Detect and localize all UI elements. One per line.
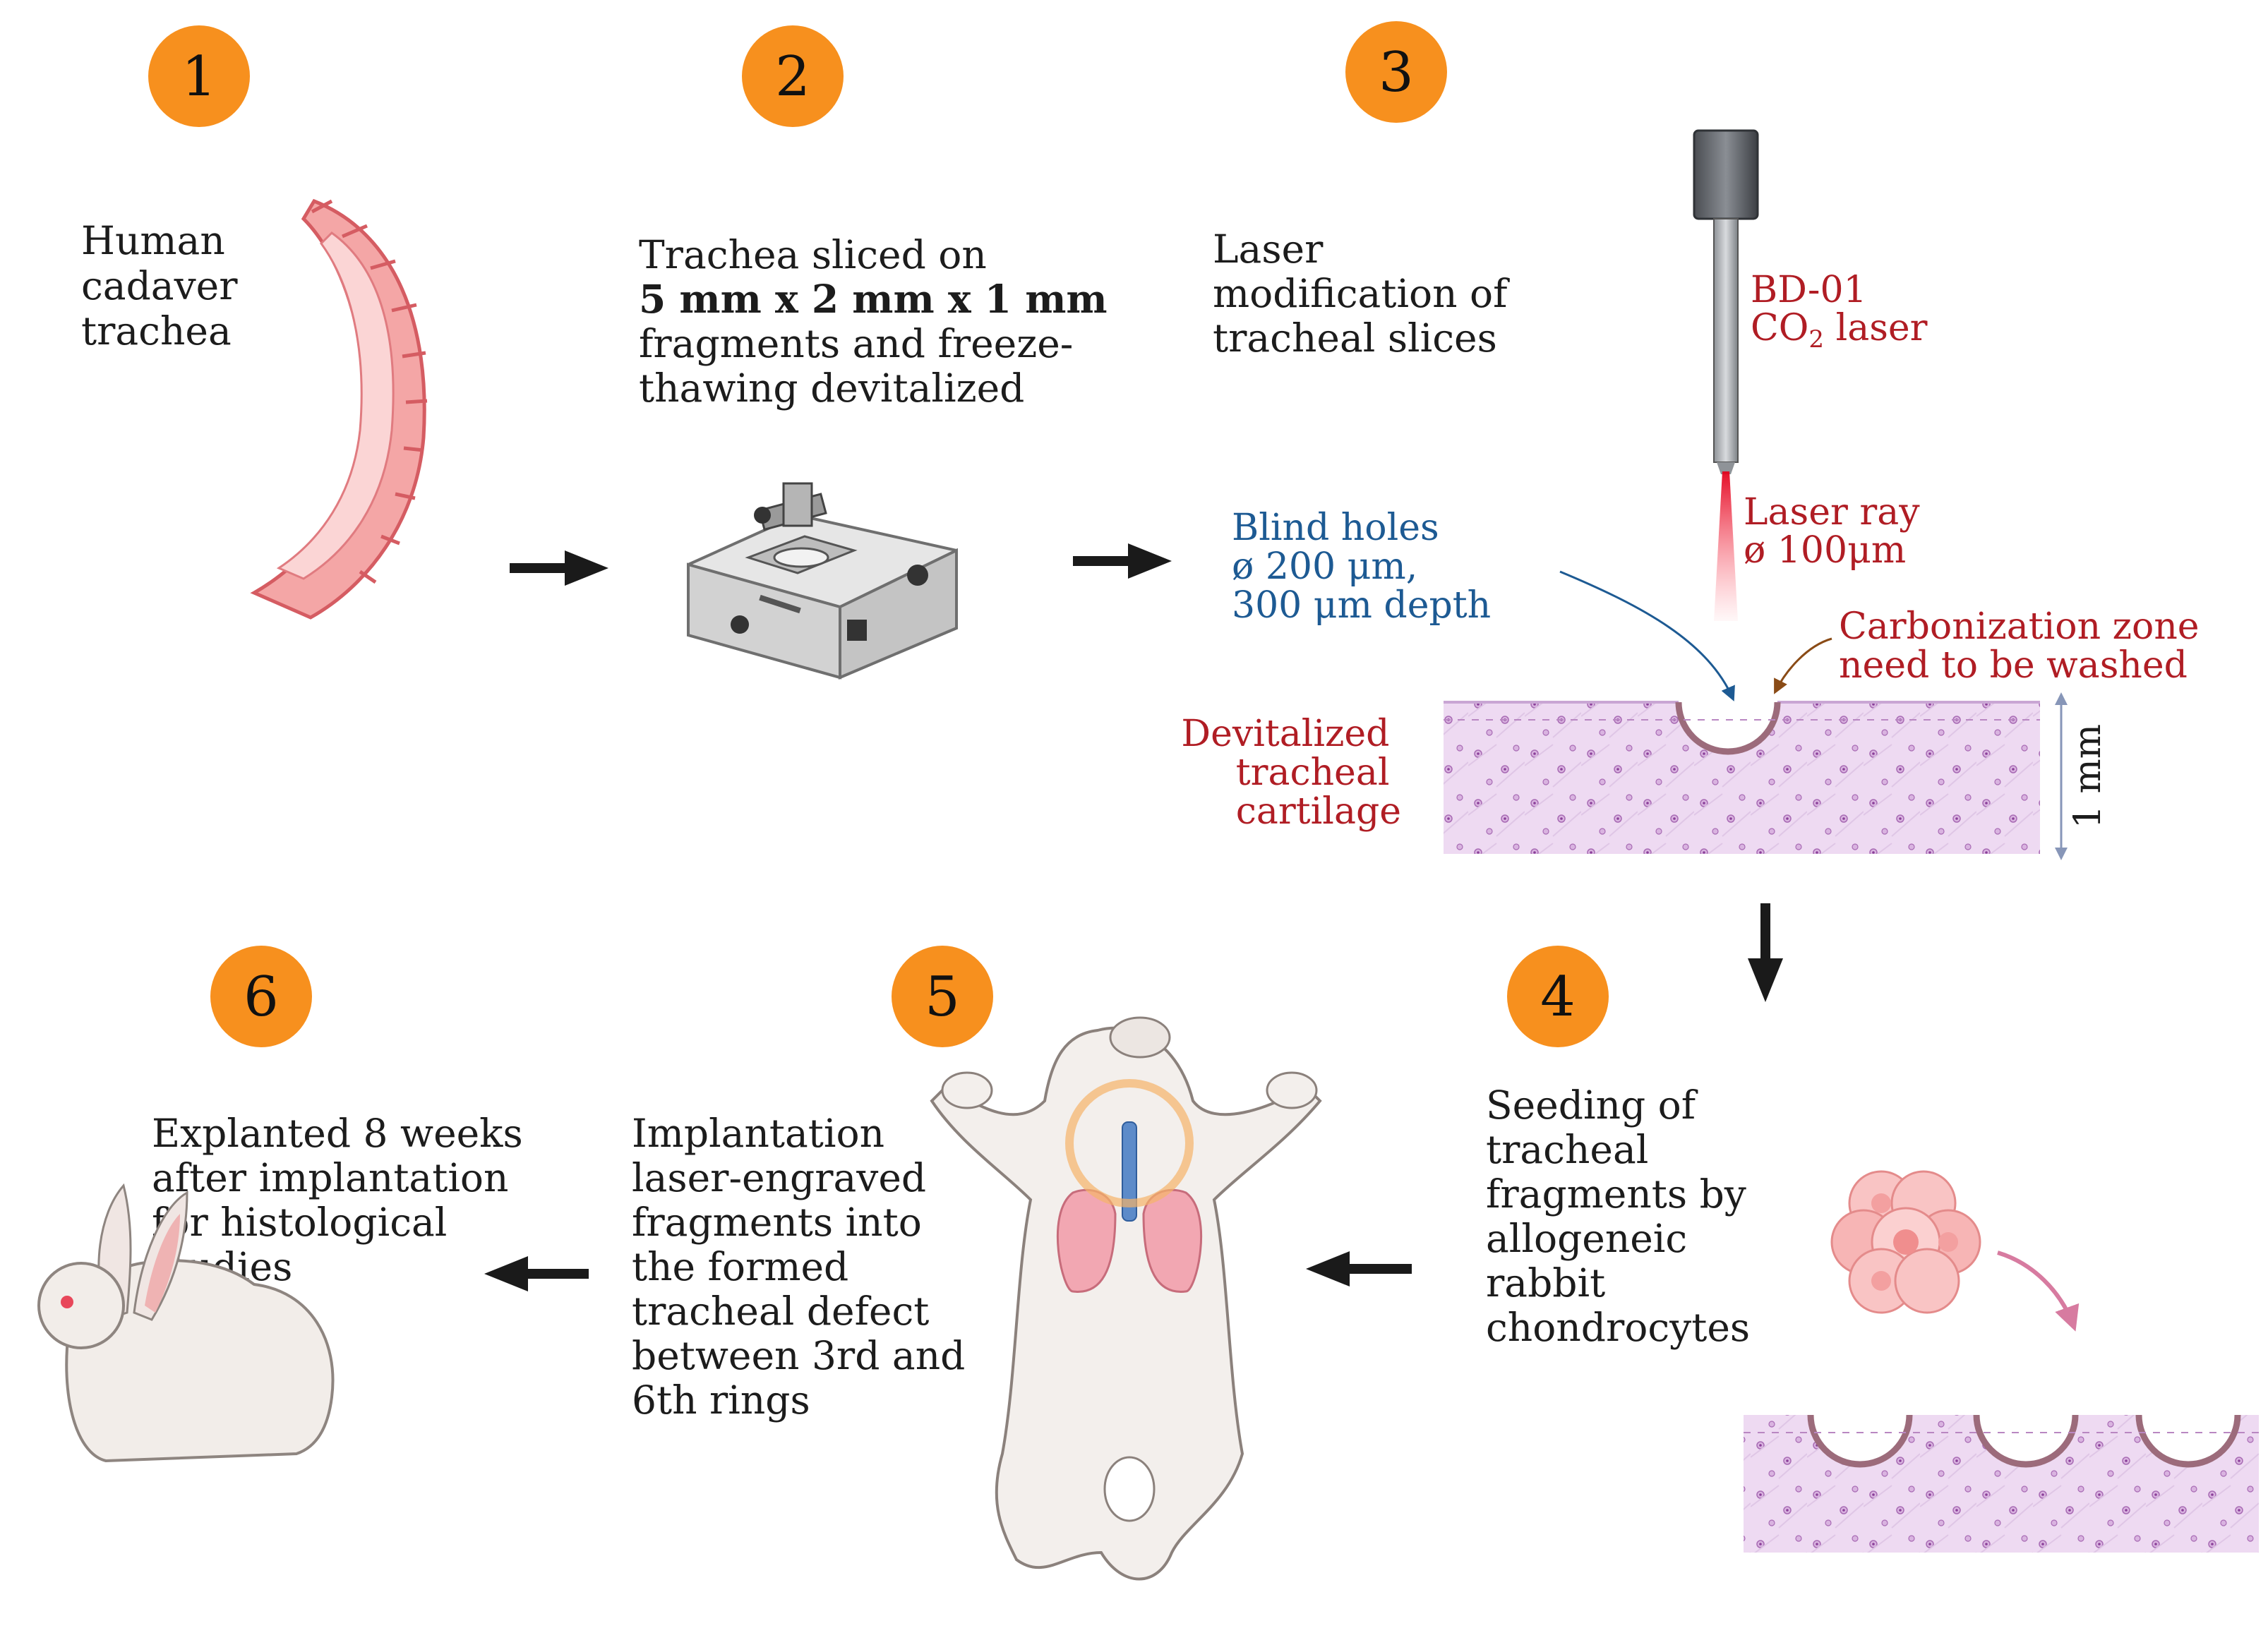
svg-text:4: 4 (1540, 965, 1576, 1029)
step-5-text: Implantation laser-engraved fragments in… (632, 1111, 978, 1423)
arrow-2-to-3 (1073, 543, 1172, 579)
step-2-text: Trachea sliced on 5 mm x 2 mm x 1 mm fra… (639, 232, 1120, 411)
svg-text:1: 1 (181, 45, 217, 109)
svg-text:2: 2 (775, 45, 810, 109)
step-badge-4: 4 (1507, 946, 1609, 1047)
svg-text:6: 6 (244, 965, 279, 1029)
microtome-icon (687, 482, 958, 680)
step-badge-1: 1 (148, 25, 250, 127)
arrow-3-to-4 (1748, 903, 1783, 1002)
svg-text:5: 5 (925, 965, 960, 1029)
cell-cluster-icon (1830, 1170, 1981, 1314)
step-badge-6: 6 (210, 946, 312, 1047)
step-badge-2: 2 (742, 25, 844, 127)
step-badge-5: 5 (892, 946, 993, 1047)
laser-ray-label: Laser ray ø 100μm (1744, 491, 1931, 572)
lungs-icon (1056, 1079, 1203, 1293)
rabbit-supine-icon (930, 1016, 1322, 1581)
step-1-text: Human cadaver trachea (81, 218, 250, 354)
step-6-text: Explanted 8 weeks after implantation for… (152, 1111, 535, 1289)
blind-holes-pointer (1559, 570, 1735, 701)
step-4-text: Seeding of tracheal fragments by allogen… (1486, 1083, 1758, 1350)
laser-co2-label: CO2 laser (1751, 307, 1928, 354)
laser-ray (1714, 471, 1738, 621)
svg-text:3: 3 (1379, 41, 1414, 104)
arrow-4-to-5 (1306, 1251, 1412, 1287)
carbonization-pointer (1774, 637, 1832, 694)
thickness-label: 1 mm (2067, 724, 2109, 828)
cartilage-slice (1444, 701, 2040, 854)
cartilage-label: Devitalized tracheal cartilage (1181, 713, 1401, 833)
laser-head-icon (1693, 129, 1759, 621)
rabbit-icon (37, 1183, 335, 1463)
carbonization-label: Carbonization zone need to be washed (1839, 605, 2211, 687)
trachea-icon (250, 198, 428, 620)
step-3-text: Laser modification of tracheal slices (1213, 227, 1520, 361)
seeded-cartilage-slice (1744, 1414, 2259, 1553)
seeding-arrow (1997, 1251, 2080, 1332)
arrow-1-to-2 (510, 550, 608, 586)
laser-device-label: BD-01 (1751, 269, 1867, 311)
blind-holes-label: Blind holes ø 200 μm, 300 μm depth (1232, 507, 1491, 627)
arrow-5-to-6 (484, 1256, 589, 1291)
step-badge-3: 3 (1345, 21, 1447, 123)
